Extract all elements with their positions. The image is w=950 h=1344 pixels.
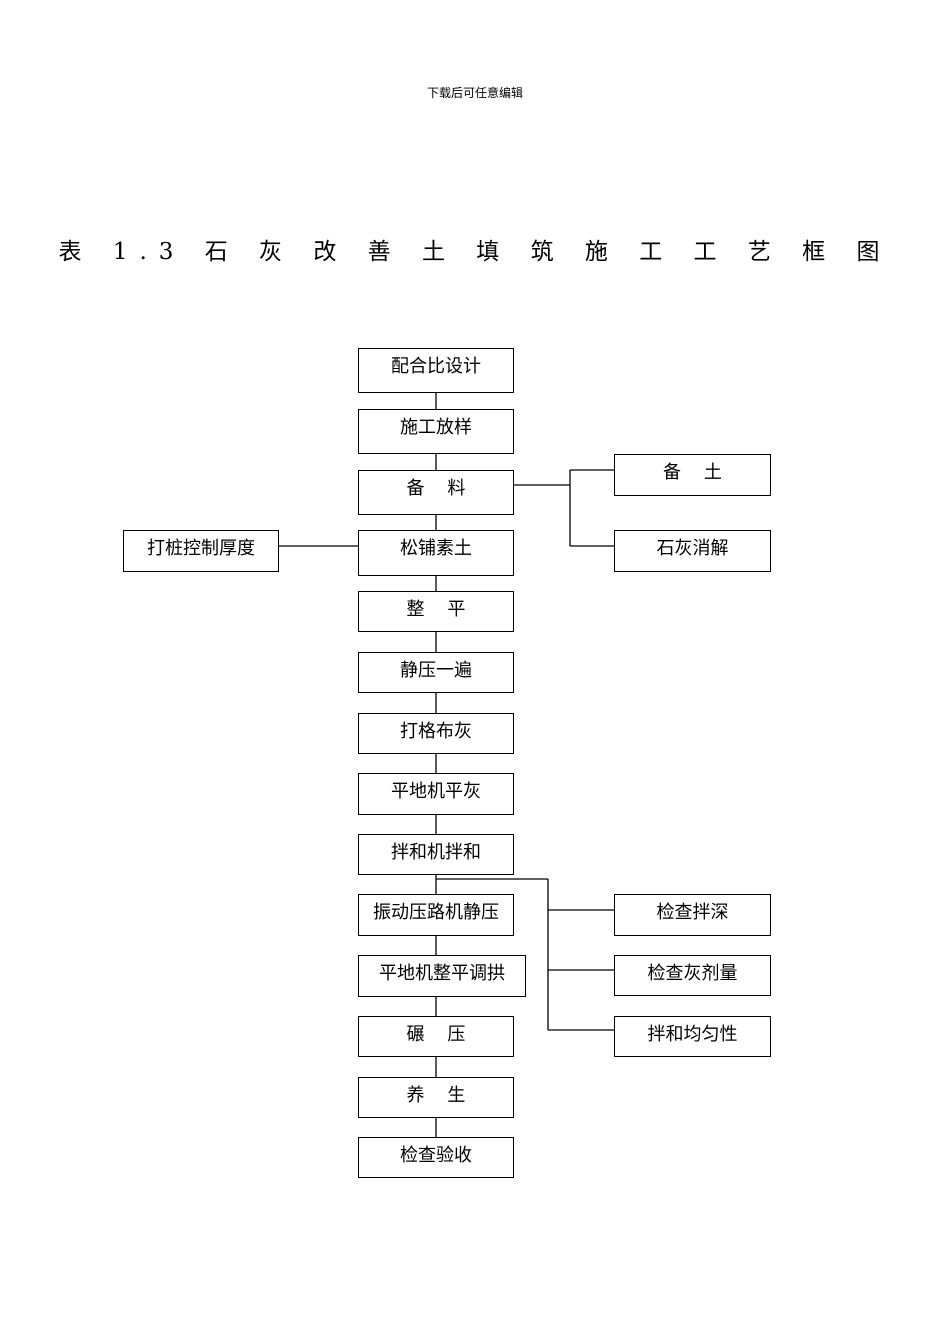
step-grid-lime: 打格布灰: [358, 713, 514, 754]
step-leveling: 整 平: [358, 591, 514, 632]
side-check-mix-depth: 检查拌深: [614, 894, 771, 936]
step-survey-layout: 施工放样: [358, 409, 514, 454]
step-mix-design: 配合比设计: [358, 348, 514, 393]
step-material-prep: 备 料: [358, 470, 514, 515]
step-grader-lime: 平地机平灰: [358, 773, 514, 815]
step-mixer: 拌和机拌和: [358, 834, 514, 875]
side-lime-slaking: 石灰消解: [614, 530, 771, 572]
diagram-title: 表 1.3 石 灰 改 善 土 填 筑 施 工 工 艺 框 图: [58, 239, 892, 265]
step-compaction: 碾 压: [358, 1016, 514, 1057]
side-mix-uniformity: 拌和均匀性: [614, 1016, 771, 1057]
step-curing: 养 生: [358, 1077, 514, 1118]
side-prep-soil: 备 土: [614, 454, 771, 496]
step-static-press: 静压一遍: [358, 652, 514, 693]
side-check-lime-dose: 检查灰剂量: [614, 955, 771, 996]
header-note: 下载后可任意编辑: [426, 86, 523, 100]
step-inspection: 检查验收: [358, 1137, 514, 1178]
side-control-thickness: 打桩控制厚度: [123, 530, 279, 572]
step-grader-crown: 平地机整平调拱: [358, 955, 526, 997]
step-loose-soil: 松铺素土: [358, 530, 514, 576]
step-vibratory-roller: 振动压路机静压: [358, 894, 514, 936]
